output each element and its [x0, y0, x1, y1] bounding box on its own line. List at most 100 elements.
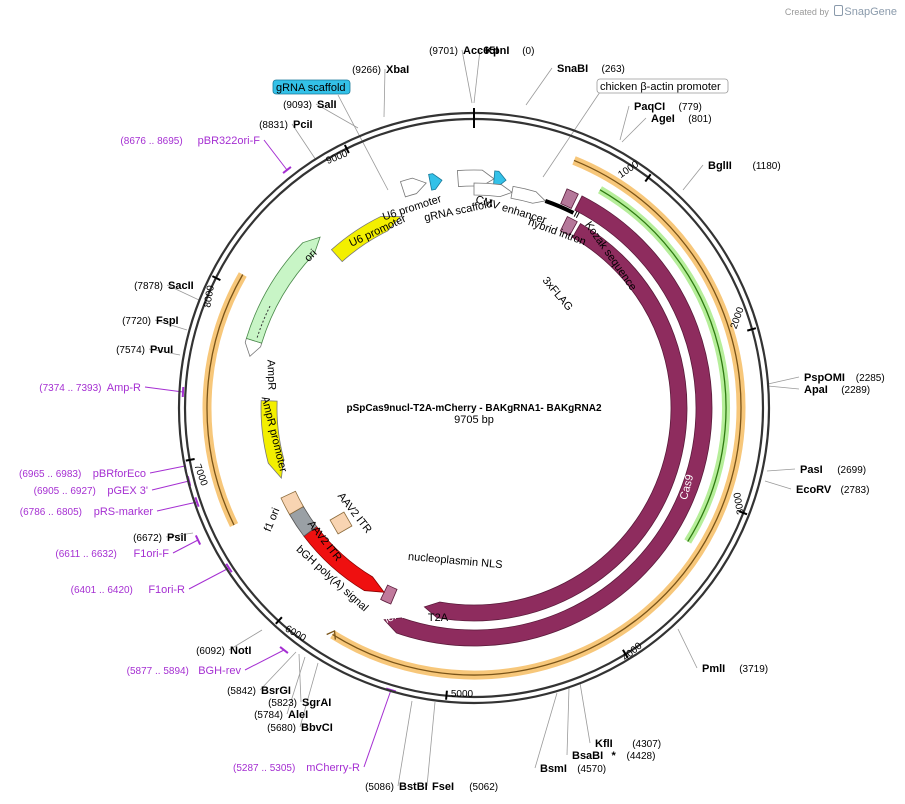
feature-label-t2a: T2A: [428, 612, 449, 624]
site-position: (5784): [254, 710, 283, 721]
site-leader-line: [473, 49, 481, 104]
feature-label-cas9-inner: Cas9: [630, 448, 648, 476]
site-position: (4570): [577, 764, 606, 775]
site-leader-line: [259, 651, 297, 691]
site-name: PmlI: [702, 663, 725, 675]
site-leaders: [148, 49, 800, 787]
itr-box-1: [280, 490, 304, 516]
site-leader-line: [764, 480, 792, 490]
site-leader-line: [166, 284, 200, 301]
primer-site-mark: [279, 646, 289, 654]
primer-leader-line: [188, 567, 230, 590]
site-position: (5823): [268, 698, 297, 709]
tick-mark: [622, 649, 629, 659]
site-name: ApaI: [804, 384, 828, 396]
primer-site-mark: [194, 496, 200, 508]
primer-leader-line: [244, 649, 285, 671]
primer-range: (8676 .. 8695): [120, 136, 182, 147]
primer-name: pBRforEco: [93, 468, 146, 480]
tick-label: 2000: [729, 305, 747, 330]
site-name: NotI: [230, 645, 251, 657]
primer-name: pGEX 3': [107, 485, 148, 497]
t2a-box: [380, 584, 398, 605]
labels: 100020003000400050006000700080009000KpnI…: [19, 45, 885, 793]
site-position: (8831): [259, 120, 288, 131]
primer-leader-line: [156, 501, 198, 512]
primer-range: (6786 .. 6805): [20, 507, 82, 518]
kozak-hatch: [573, 211, 581, 219]
site-name: SalI: [317, 99, 337, 111]
primer-leader-line: [363, 689, 392, 768]
site-position: (801): [688, 114, 711, 125]
site-leader-line: [767, 385, 800, 390]
site-leader-line: [621, 117, 647, 143]
site-leader-line: [291, 123, 317, 161]
chicken-promoter-box: [596, 78, 729, 94]
site-leader-line: [461, 49, 473, 104]
feature-label-flag: 3xFLAG: [540, 275, 575, 314]
site-name: PspOMI: [804, 372, 845, 384]
site-leader-line: [579, 682, 591, 744]
chicken-promoter-arrow: [510, 185, 547, 204]
tick-mark: [211, 275, 221, 282]
site-position: (2285): [856, 373, 885, 384]
primer-site-mark: [181, 386, 185, 398]
tick-mark: [644, 173, 652, 183]
site-leader-line: [165, 532, 194, 538]
chicken-leader-line: [542, 91, 601, 178]
u6-promoter-arrow-1: [399, 177, 427, 198]
site-position: (2699): [837, 465, 866, 476]
site-leader-line: [619, 105, 630, 141]
primer-name: pRS-marker: [94, 506, 154, 518]
site-name: BglII: [708, 160, 732, 172]
chicken-promoter-label: chicken β-actin promoter: [600, 81, 721, 93]
site-leader-line: [148, 348, 181, 356]
primer-name: pBR322ori-F: [198, 135, 261, 147]
hybrid-intron-bar: [544, 199, 575, 215]
features: [202, 156, 746, 680]
site-leader-line: [383, 68, 386, 118]
site-leader-line: [154, 319, 188, 331]
site-star: *: [612, 750, 617, 762]
site-position: (3719): [739, 664, 768, 675]
primer-range: (6965 .. 6983): [19, 469, 81, 480]
site-name: KpnI: [485, 45, 509, 57]
feature-label-ampr: AmpR: [264, 359, 277, 390]
u6-promoter-arrow-2: [456, 169, 495, 187]
site-name: KflI: [595, 738, 613, 750]
snapgene-brand: Created by SnapGene: [785, 2, 897, 20]
site-name: XbaI: [386, 64, 409, 76]
plasmid-length: 9705 bp: [454, 414, 494, 426]
brand-prefix: Created by: [784, 7, 829, 17]
primer-name: Amp-R: [107, 382, 141, 394]
site-leader-line: [677, 628, 698, 669]
primer-site-mark: [194, 535, 202, 545]
site-leader-line: [298, 653, 302, 703]
site-name: BsmI: [540, 763, 567, 775]
f1ori-arrow: [260, 400, 285, 480]
site-position: (5086): [365, 782, 394, 793]
site-position: (263): [602, 64, 625, 75]
tick-mark: [343, 144, 350, 154]
tick-label: 3000: [732, 491, 747, 515]
itr-box-2: [329, 511, 353, 535]
site-name: BstBI: [399, 781, 428, 793]
primer-range: (6905 .. 6927): [34, 486, 96, 497]
primer-site-mark: [282, 166, 292, 174]
tick-label: 5000: [451, 689, 474, 700]
site-position: (779): [679, 102, 702, 113]
tick-mark: [185, 457, 195, 462]
primer-range: (5877 .. 5894): [127, 666, 189, 677]
flag-box: [559, 216, 578, 237]
cas9-outer-arrow: [383, 195, 713, 647]
scaffold-leader-line: [337, 94, 389, 191]
tick-mark: [746, 327, 757, 332]
site-name: FspI: [156, 315, 179, 327]
orf-arc-line-2: [206, 274, 244, 526]
site-name: SgrAI: [302, 697, 331, 709]
primer-site-mark: [225, 563, 233, 573]
site-name: PsiI: [167, 532, 187, 544]
primer-name: mCherry-R: [306, 762, 360, 774]
site-position: (1180): [753, 161, 781, 172]
primer-range: (7374 .. 7393): [39, 383, 101, 394]
